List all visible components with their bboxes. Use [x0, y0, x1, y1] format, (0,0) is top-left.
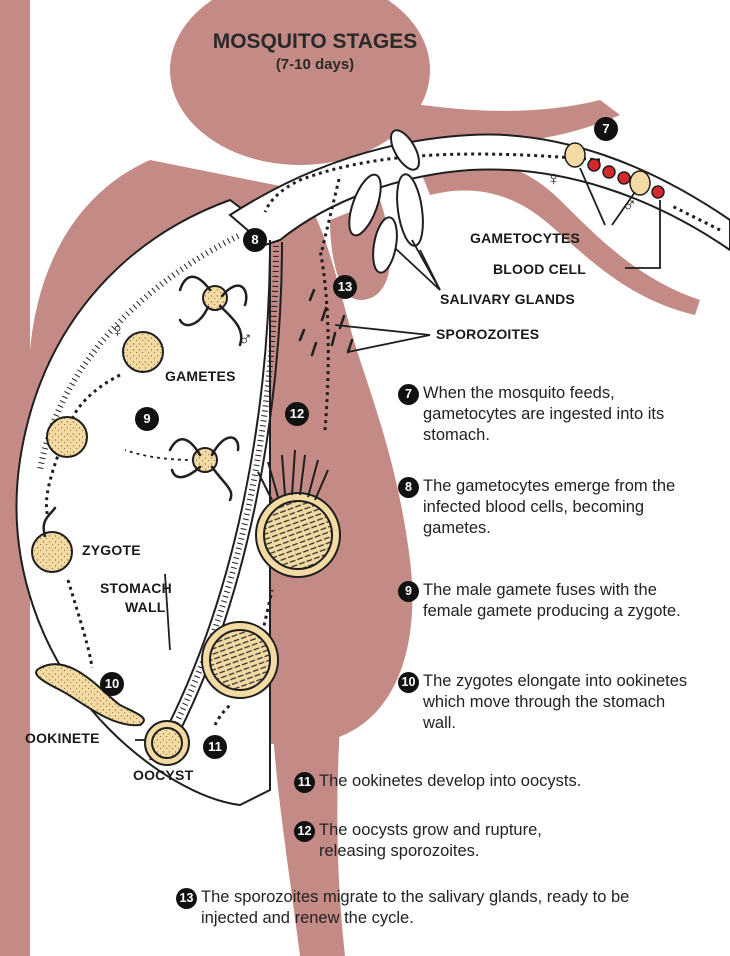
label-salivary-glands: SALIVARY GLANDS — [440, 291, 575, 307]
female-symbol-gamete: ♀ — [110, 320, 125, 343]
step-9-text: The male gamete fuses with the female ga… — [398, 580, 698, 622]
male-symbol-gametocyte: ♂ — [622, 194, 637, 217]
step-11: 11 The ookinetes develop into oocysts. — [294, 771, 714, 792]
step-8-badge: 8 — [398, 477, 419, 498]
step-9: 9 The male gamete fuses with the female … — [398, 580, 698, 622]
title-main: MOSQUITO STAGES — [180, 30, 450, 54]
title-subtitle: (7-10 days) — [180, 56, 450, 73]
step-7: 7 When the mosquito feeds, gametocytes a… — [398, 383, 698, 446]
step-9-badge: 9 — [398, 581, 419, 602]
step-8: 8 The gametocytes emerge from the infect… — [398, 476, 698, 539]
stage-marker-11: 11 — [203, 735, 227, 759]
step-12-badge: 12 — [294, 821, 315, 842]
stage-marker-9: 9 — [135, 407, 159, 431]
step-10: 10 The zygotes elongate into ookinetes w… — [398, 671, 698, 734]
stage-marker-8: 8 — [243, 228, 267, 252]
step-13: 13 The sporozoites migrate to the saliva… — [176, 887, 646, 929]
step-12-text: The oocysts grow and rupture, releasing … — [294, 820, 594, 862]
label-sporozoites: SPOROZOITES — [436, 326, 539, 342]
label-ookinete: OOKINETE — [25, 730, 100, 746]
step-12: 12 The oocysts grow and rupture, releasi… — [294, 820, 594, 862]
step-7-text: When the mosquito feeds, gametocytes are… — [398, 383, 698, 446]
stage-marker-7: 7 — [594, 117, 618, 141]
step-7-badge: 7 — [398, 384, 419, 405]
step-8-text: The gametocytes emerge from the infected… — [398, 476, 698, 539]
label-oocyst: OOCYST — [133, 767, 193, 783]
label-blood-cell: BLOOD CELL — [493, 261, 586, 277]
stage-marker-10: 10 — [100, 672, 124, 696]
female-symbol-gametocyte: ♀ — [546, 168, 561, 191]
step-11-text: The ookinetes develop into oocysts. — [294, 771, 714, 792]
label-gametocytes: GAMETOCYTES — [470, 230, 580, 246]
step-13-badge: 13 — [176, 888, 197, 909]
label-zygote: ZYGOTE — [82, 542, 141, 558]
label-stomach-wall-line2: WALL — [125, 599, 165, 615]
label-stomach-wall-line1: STOMACH — [100, 580, 172, 596]
step-11-badge: 11 — [294, 772, 315, 793]
stage-marker-13: 13 — [333, 275, 357, 299]
diagram-title: MOSQUITO STAGES (7-10 days) — [180, 30, 450, 73]
step-10-badge: 10 — [398, 672, 419, 693]
male-symbol-gamete: ♂ — [238, 328, 253, 351]
stage-marker-12: 12 — [285, 402, 309, 426]
step-13-text: The sporozoites migrate to the salivary … — [176, 887, 646, 929]
label-gametes: GAMETES — [165, 368, 236, 384]
step-10-text: The zygotes elongate into ookinetes whic… — [398, 671, 698, 734]
